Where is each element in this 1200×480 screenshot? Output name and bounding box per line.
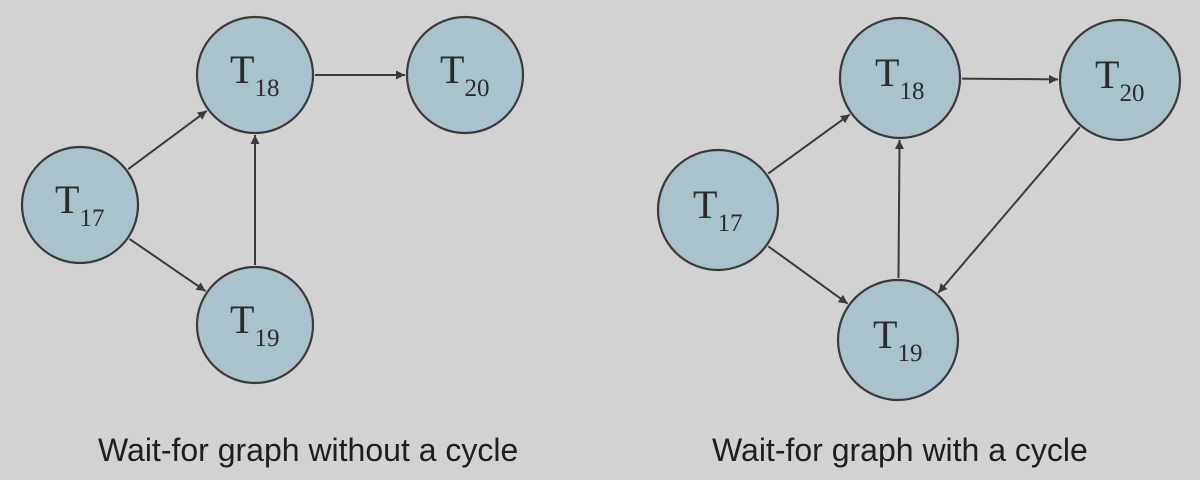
node-label-main: T — [55, 177, 79, 222]
node-label-main: T — [873, 312, 897, 357]
node-label-subscript: 17 — [79, 205, 104, 232]
node-label-subscript: 18 — [899, 78, 924, 105]
node-label-subscript: 20 — [1119, 80, 1144, 107]
node-label-main: T — [230, 47, 254, 92]
node-circle — [195, 265, 315, 385]
node-t17: T17 — [656, 148, 780, 272]
node-label-main: T — [693, 182, 717, 227]
node-circle — [656, 148, 780, 272]
node-label: T18 — [230, 47, 279, 102]
edge-t17-to-t19 — [767, 245, 849, 305]
node-t20: T20 — [1058, 18, 1182, 142]
node-label-subscript: 19 — [254, 325, 279, 352]
edge-t20-to-t19 — [937, 126, 1081, 294]
node-label-main: T — [1095, 52, 1119, 97]
node-circle — [405, 15, 525, 135]
node-label-main: T — [230, 297, 254, 342]
node-circle — [195, 15, 315, 135]
node-label-subscript: 19 — [897, 340, 922, 367]
node-label: T20 — [440, 47, 489, 102]
node-t17: T17 — [20, 145, 140, 265]
node-label: T19 — [873, 312, 922, 367]
node-t19: T19 — [836, 278, 960, 402]
node-label-main: T — [440, 47, 464, 92]
node-circle — [836, 278, 960, 402]
node-label: T20 — [1095, 52, 1144, 107]
edge-t18-to-t20 — [961, 74, 1059, 84]
node-label-subscript: 18 — [254, 75, 279, 102]
node-circle — [838, 16, 962, 140]
node-circle — [1058, 18, 1182, 142]
node-label-main: T — [875, 50, 899, 95]
edge-t17-to-t19 — [128, 238, 207, 292]
node-circle — [20, 145, 140, 265]
node-label: T19 — [230, 297, 279, 352]
node-label-subscript: 20 — [464, 75, 489, 102]
node-t20: T20 — [405, 15, 525, 135]
node-t18: T18 — [195, 15, 315, 135]
caption-without-cycle: Wait-for graph without a cycle — [98, 432, 519, 468]
node-label: T18 — [875, 50, 924, 105]
node-label: T17 — [55, 177, 104, 232]
node-label: T17 — [693, 182, 742, 237]
node-label-subscript: 17 — [717, 210, 742, 237]
node-t18: T18 — [838, 16, 962, 140]
caption-with-cycle: Wait-for graph with a cycle — [712, 432, 1088, 468]
edge-t17-to-t18 — [127, 109, 208, 171]
node-t19: T19 — [195, 265, 315, 385]
edge-t19-to-t18 — [894, 139, 904, 279]
edge-t17-to-t18 — [767, 113, 851, 175]
